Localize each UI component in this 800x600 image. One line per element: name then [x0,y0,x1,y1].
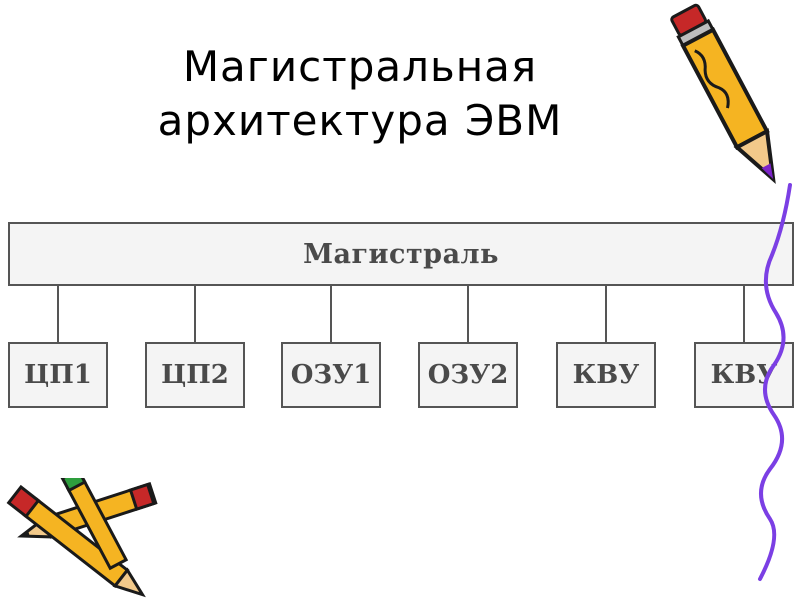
module-label: ЦП2 [161,360,229,390]
bus-label: Магистраль [303,238,499,270]
module-ram1: ОЗУ1 [281,342,381,408]
connector-ram1 [330,286,332,342]
slide-title: Магистральная архитектура ЭВМ [150,40,570,148]
module-ram2: ОЗУ2 [418,342,518,408]
module-label: ОЗУ1 [290,360,372,390]
module-io1: КВУ [556,342,656,408]
connector-cpu1 [57,286,59,342]
connector-io1 [605,286,607,342]
title-line-1: Магистральная [182,42,538,91]
module-label: ЦП1 [24,360,92,390]
module-io2: КВУ [694,342,794,408]
connector-io2 [743,286,745,342]
module-cpu2: ЦП2 [145,342,245,408]
module-label: ОЗУ2 [427,360,509,390]
bus-block: Магистраль [8,222,794,286]
squiggle-line [758,183,792,581]
pencil-icon [670,3,776,184]
title-line-2: архитектура ЭВМ [157,96,563,145]
module-cpu1: ЦП1 [8,342,108,408]
module-label: КВУ [572,360,640,390]
connector-cpu2 [194,286,196,342]
connector-ram2 [467,286,469,342]
crossed-pencils-icon [6,478,158,598]
